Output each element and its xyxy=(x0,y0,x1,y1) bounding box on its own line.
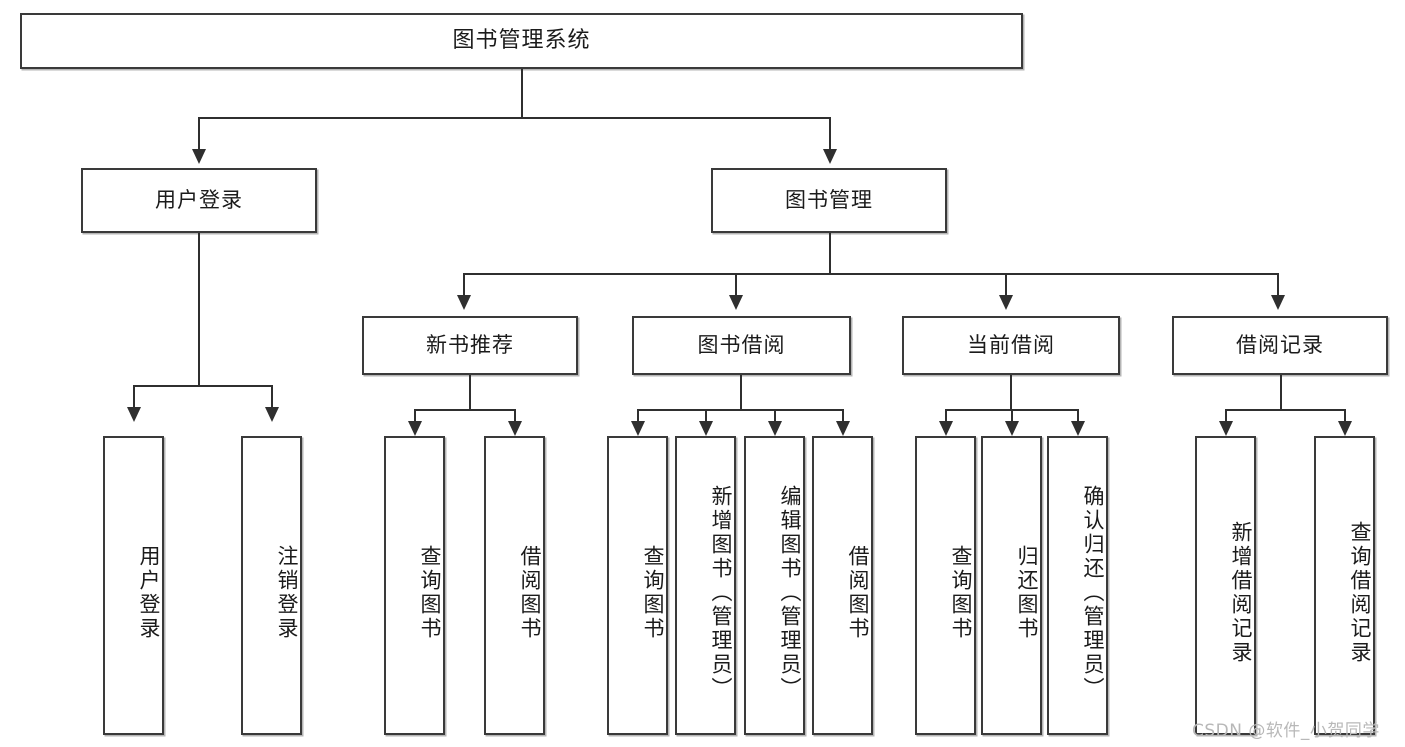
leaf-return-book[interactable]: 归还图书 xyxy=(981,436,1042,735)
arrow-down-icon xyxy=(823,149,837,164)
connector-borrow-record-bus xyxy=(1225,409,1344,411)
node-label: 新增图书（管理员） xyxy=(709,484,733,701)
connector-user-login-drop-1 xyxy=(133,385,135,407)
node-label: 查询图书 xyxy=(418,544,442,641)
connector-root-drop-2 xyxy=(829,117,831,149)
connector-root-bus xyxy=(198,117,831,119)
connector-user-login-stem xyxy=(198,233,200,385)
arrow-down-icon xyxy=(836,421,850,436)
arrow-down-icon xyxy=(1071,421,1085,436)
connector-book-borrow-drop-4 xyxy=(842,409,844,422)
connector-book-mgmt-stem xyxy=(829,233,831,273)
arrow-down-icon xyxy=(192,149,206,164)
connector-new-book-stem xyxy=(469,375,471,409)
leaf-query-book-current[interactable]: 查询图书 xyxy=(915,436,976,735)
node-label: 图书管理 xyxy=(785,187,873,212)
connector-new-book-drop-2 xyxy=(514,409,516,422)
node-label: 查询图书 xyxy=(949,544,973,641)
node-label: 查询图书 xyxy=(641,544,665,641)
connector-book-borrow-drop-2 xyxy=(705,409,707,422)
node-label: 图书借阅 xyxy=(697,332,786,357)
leaf-edit-book-admin[interactable]: 编辑图书（管理员） xyxy=(744,436,805,735)
arrow-down-icon xyxy=(1338,421,1352,436)
node-label: 图书管理系统 xyxy=(452,27,591,53)
node-new-book-recommend[interactable]: 新书推荐 xyxy=(362,316,578,375)
node-current-borrow[interactable]: 当前借阅 xyxy=(902,316,1120,375)
arrow-down-icon xyxy=(127,407,141,422)
leaf-query-book-borrow[interactable]: 查询图书 xyxy=(607,436,668,735)
arrow-down-icon xyxy=(457,295,471,310)
connector-level3-drop-3 xyxy=(1005,273,1007,295)
leaf-logout[interactable]: 注销登录 xyxy=(241,436,302,735)
leaf-query-borrow-record[interactable]: 查询借阅记录 xyxy=(1314,436,1375,735)
arrow-down-icon xyxy=(768,421,782,436)
node-label: 借阅图书 xyxy=(846,544,870,641)
node-label: 注销登录 xyxy=(275,544,299,641)
connector-level3-bus xyxy=(463,273,1279,275)
node-label: 新增借阅记录 xyxy=(1229,520,1253,665)
arrow-down-icon xyxy=(729,295,743,310)
node-label: 当前借阅 xyxy=(967,332,1055,357)
node-label: 用户登录 xyxy=(137,544,161,641)
node-label: 查询借阅记录 xyxy=(1348,520,1372,665)
leaf-add-book-admin[interactable]: 新增图书（管理员） xyxy=(675,436,736,735)
leaf-borrow-book-recommend[interactable]: 借阅图书 xyxy=(484,436,545,735)
arrow-down-icon xyxy=(508,421,522,436)
arrow-down-icon xyxy=(699,421,713,436)
leaf-borrow-book[interactable]: 借阅图书 xyxy=(812,436,873,735)
node-root-book-management-system[interactable]: 图书管理系统 xyxy=(20,13,1023,69)
leaf-add-borrow-record[interactable]: 新增借阅记录 xyxy=(1195,436,1256,735)
arrow-down-icon xyxy=(939,421,953,436)
connector-book-borrow-drop-3 xyxy=(774,409,776,422)
connector-borrow-record-drop-2 xyxy=(1344,409,1346,422)
connector-current-borrow-drop-3 xyxy=(1077,409,1079,422)
connector-book-borrow-drop-1 xyxy=(637,409,639,422)
connector-current-borrow-drop-2 xyxy=(1011,409,1013,422)
node-label: 归还图书 xyxy=(1015,544,1039,641)
node-label: 新书推荐 xyxy=(426,332,514,357)
connector-root-drop-1 xyxy=(198,117,200,149)
node-label: 编辑图书（管理员） xyxy=(778,484,802,701)
arrow-down-icon xyxy=(1219,421,1233,436)
connector-borrow-record-stem xyxy=(1280,375,1282,409)
connector-level3-drop-4 xyxy=(1277,273,1279,295)
arrow-down-icon xyxy=(1271,295,1285,310)
node-user-login[interactable]: 用户登录 xyxy=(81,168,317,233)
connector-level3-drop-2 xyxy=(735,273,737,295)
connector-book-borrow-stem xyxy=(740,375,742,409)
node-borrow-record[interactable]: 借阅记录 xyxy=(1172,316,1388,375)
arrow-down-icon xyxy=(265,407,279,422)
connector-root-stem xyxy=(521,69,523,117)
leaf-confirm-return-admin[interactable]: 确认归还（管理员） xyxy=(1047,436,1108,735)
connector-user-login-bus xyxy=(133,385,271,387)
node-label: 借阅记录 xyxy=(1236,332,1324,357)
leaf-query-book-recommend[interactable]: 查询图书 xyxy=(384,436,445,735)
arrow-down-icon xyxy=(631,421,645,436)
connector-book-borrow-bus xyxy=(637,409,842,411)
connector-level3-drop-1 xyxy=(463,273,465,295)
connector-current-borrow-stem xyxy=(1010,375,1012,409)
watermark-text: CSDN @软件_小贺同学 xyxy=(1192,721,1380,741)
connector-borrow-record-drop-1 xyxy=(1225,409,1227,422)
connector-new-book-drop-1 xyxy=(414,409,416,422)
node-book-management[interactable]: 图书管理 xyxy=(711,168,947,233)
arrow-down-icon xyxy=(999,295,1013,310)
arrow-down-icon xyxy=(1005,421,1019,436)
node-label: 借阅图书 xyxy=(518,544,542,641)
node-book-borrow[interactable]: 图书借阅 xyxy=(632,316,851,375)
connector-new-book-bus xyxy=(414,409,514,411)
node-label: 用户登录 xyxy=(155,187,243,212)
node-label: 确认归还（管理员） xyxy=(1081,484,1105,701)
arrow-down-icon xyxy=(408,421,422,436)
leaf-user-login[interactable]: 用户登录 xyxy=(103,436,164,735)
connector-current-borrow-drop-1 xyxy=(945,409,947,422)
connector-user-login-drop-2 xyxy=(271,385,273,407)
